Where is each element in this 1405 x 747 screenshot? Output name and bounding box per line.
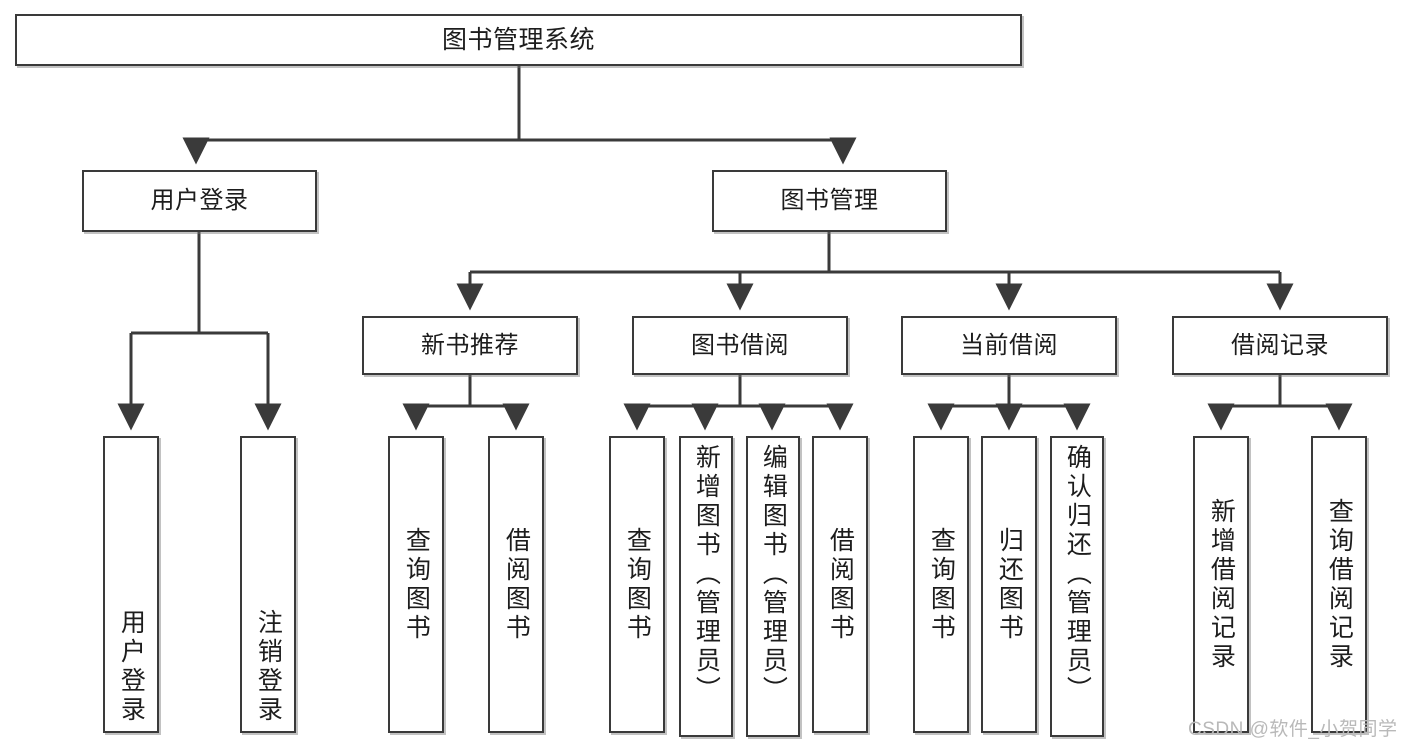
leaf-query-borrow-record[interactable]: 查询借阅记录 xyxy=(1311,436,1367,733)
node-label: 注销登录 xyxy=(254,609,283,725)
node-book-management[interactable]: 图书管理 xyxy=(712,170,947,232)
node-label: 图书管理系统 xyxy=(441,25,595,54)
node-label: 用户登录 xyxy=(117,609,146,725)
leaf-logout[interactable]: 注销登录 xyxy=(240,436,296,733)
leaf-add-book-admin[interactable]: 新增图书（管理员） xyxy=(679,436,733,737)
node-label: 新增图书（管理员） xyxy=(692,444,721,705)
node-label: 编辑图书（管理员） xyxy=(759,444,788,705)
node-new-book-recommend[interactable]: 新书推荐 xyxy=(362,316,578,375)
leaf-user-login[interactable]: 用户登录 xyxy=(103,436,159,733)
leaf-confirm-return-admin[interactable]: 确认归还（管理员） xyxy=(1050,436,1104,737)
node-label: 新增借阅记录 xyxy=(1207,497,1236,672)
node-root-system[interactable]: 图书管理系统 xyxy=(15,14,1022,66)
node-label: 归还图书 xyxy=(995,526,1024,643)
node-label: 图书管理 xyxy=(780,187,879,215)
node-user-login[interactable]: 用户登录 xyxy=(82,170,317,232)
node-label: 查询图书 xyxy=(927,526,956,643)
node-label: 借阅图书 xyxy=(502,526,531,643)
node-label: 查询图书 xyxy=(402,526,431,643)
node-book-borrow[interactable]: 图书借阅 xyxy=(632,316,848,375)
node-borrow-record[interactable]: 借阅记录 xyxy=(1172,316,1388,375)
node-label: 查询图书 xyxy=(623,526,652,643)
node-label: 用户登录 xyxy=(150,187,249,215)
leaf-return-book[interactable]: 归还图书 xyxy=(981,436,1037,733)
leaf-query-book-new[interactable]: 查询图书 xyxy=(388,436,444,733)
node-label: 查询借阅记录 xyxy=(1325,497,1354,672)
node-current-borrow[interactable]: 当前借阅 xyxy=(901,316,1117,375)
leaf-borrow-book[interactable]: 借阅图书 xyxy=(812,436,868,733)
leaf-borrow-book-new[interactable]: 借阅图书 xyxy=(488,436,544,733)
node-label: 当前借阅 xyxy=(960,331,1058,359)
leaf-query-book-current[interactable]: 查询图书 xyxy=(913,436,969,733)
csdn-watermark: CSDN @软件_小贺同学 xyxy=(1188,719,1398,740)
node-label: 图书借阅 xyxy=(691,331,789,359)
node-label: 借阅记录 xyxy=(1231,331,1329,359)
leaf-edit-book-admin[interactable]: 编辑图书（管理员） xyxy=(746,436,800,737)
leaf-add-borrow-record[interactable]: 新增借阅记录 xyxy=(1193,436,1249,733)
node-label: 借阅图书 xyxy=(826,526,855,643)
node-label: 新书推荐 xyxy=(421,331,519,359)
node-label: 确认归还（管理员） xyxy=(1063,444,1092,705)
leaf-query-book-borrow[interactable]: 查询图书 xyxy=(609,436,665,733)
